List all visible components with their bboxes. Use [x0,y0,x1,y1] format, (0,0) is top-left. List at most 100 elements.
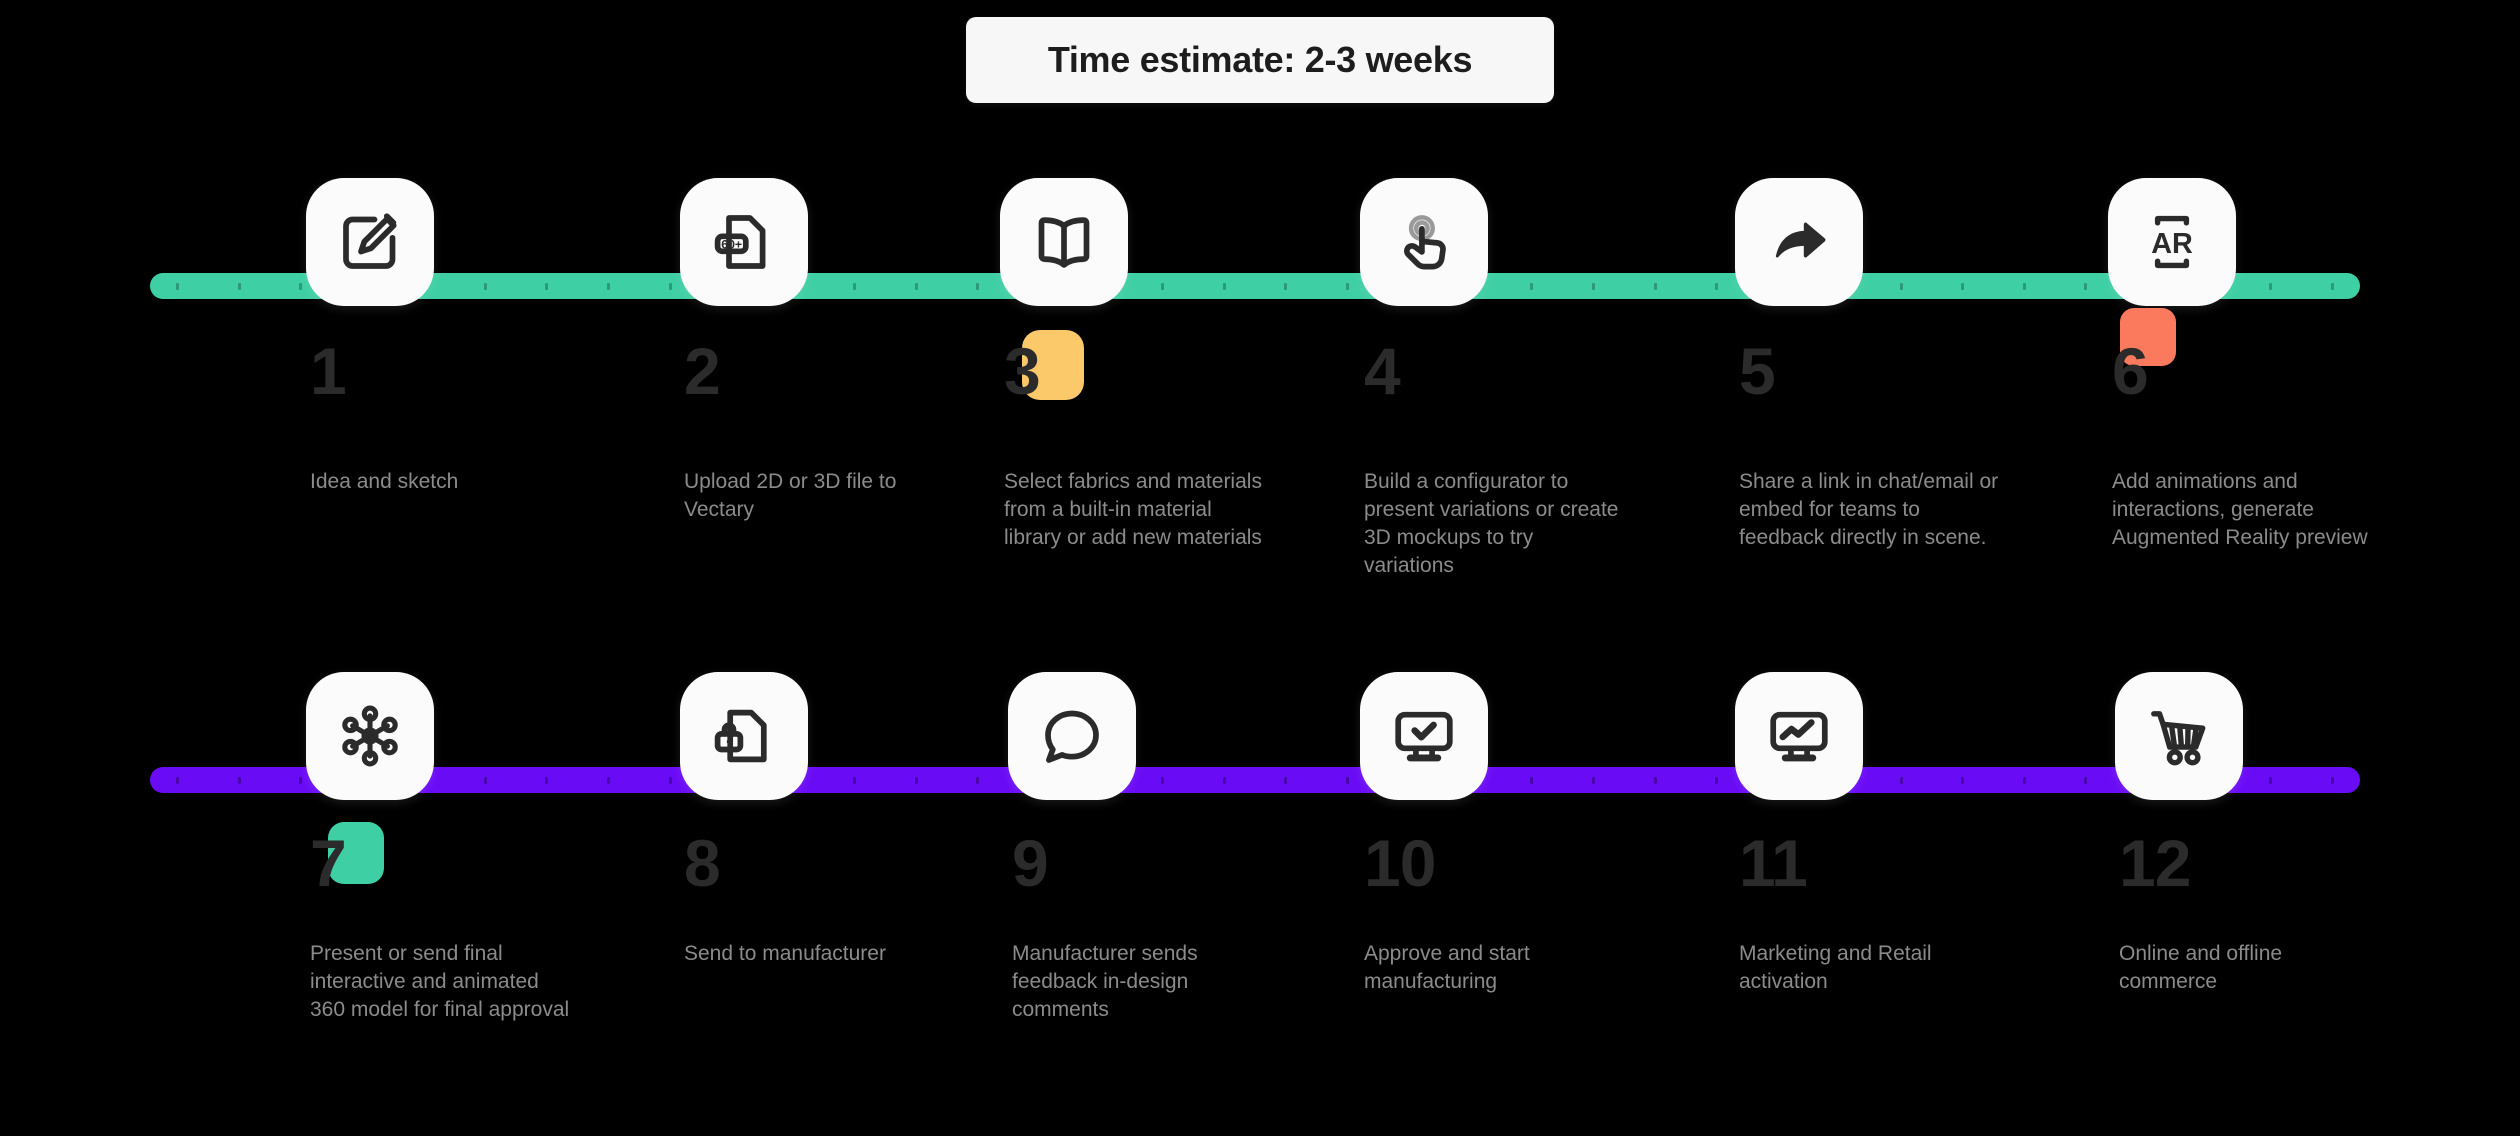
tick-mark [237,776,241,784]
tick-mark [1961,776,1965,784]
step-description: Marketing and Retail activation [1739,942,1932,993]
step-icon-tile[interactable] [306,672,434,800]
tick-mark [1653,776,1657,784]
step-icon-tile[interactable] [1008,672,1136,800]
tick-mark [483,282,487,290]
tick-mark [2022,776,2026,784]
step-description: Share a link in chat/email or embed for … [1739,470,1999,549]
tick-mark [2084,776,2088,784]
tick-mark [1591,282,1595,290]
step-icon-tile[interactable] [306,178,434,306]
tick-mark [668,282,672,290]
tick-mark [1345,776,1349,784]
step-number: 5 [1739,334,1776,408]
tick-mark [1530,776,1534,784]
timeline-track-row1 [150,273,2360,299]
tick-mark [2269,776,2273,784]
step-number: 10 [1364,826,1436,900]
tick-mark [853,282,857,290]
tick-mark [1899,776,1903,784]
edit-square-icon [334,206,406,278]
tick-mark [2330,776,2334,784]
step-description: Idea and sketch [310,470,459,493]
tick-mark [1284,776,1288,784]
tick-mark [853,776,857,784]
badge-coral [2120,308,2176,366]
step-number: 9 [1012,826,1049,900]
share-arrow-icon [1763,206,1835,278]
tick-mark [606,776,610,784]
timeline-tick-group-row1 [150,273,2360,299]
tick-mark [2269,282,2273,290]
tick-mark [1161,776,1164,784]
tick-mark [1899,282,1903,290]
tick-mark [2330,282,2334,290]
svg-text:AR: AR [2151,228,2193,260]
timeline-tick-group-row2 [150,767,2360,793]
time-estimate-banner: Time estimate: 2-3 weeks [966,17,1554,103]
tick-mark [1284,282,1288,290]
monitor-chart-icon [1763,700,1835,772]
step-description: Upload 2D or 3D file to Vectary [684,470,897,521]
tick-mark [299,776,303,784]
step-description: Approve and start manufacturing [1364,942,1530,993]
step-icon-tile[interactable] [1360,178,1488,306]
open-book-icon [1028,206,1100,278]
tick-mark [237,282,241,290]
step-number: 3 [1004,334,1041,408]
time-estimate-label: Time estimate: 2-3 weeks [1047,39,1473,80]
step-number: 7 [310,826,347,900]
step-description: Add animations and interactions, generat… [2112,470,2368,549]
step-description: Send to manufacturer [684,942,886,965]
tick-mark [299,282,303,290]
tick-mark [1345,282,1349,290]
step-icon-tile[interactable] [1000,178,1128,306]
tick-mark [914,282,918,290]
badge-yellow [1022,330,1084,400]
tick-mark [1222,776,1226,784]
augmented-reality-icon: AR [2136,206,2208,278]
tick-mark [668,776,672,784]
step-icon-tile[interactable] [1735,178,1863,306]
file-lock-icon [708,700,780,772]
step-icon-tile[interactable]: AR [2108,178,2236,306]
tick-mark [1715,282,1719,290]
step-number: 11 [1739,826,1808,900]
step-number: 12 [2119,826,2191,900]
badge-teal [328,822,384,884]
step-icon-tile[interactable] [2115,672,2243,800]
step-description: Manufacturer sends feedback in-design co… [1012,942,1198,1021]
tick-mark [176,282,179,290]
shopping-cart-icon [2143,700,2215,772]
tick-mark [176,776,179,784]
step-description: Online and offline commerce [2119,942,2283,993]
tick-mark [1161,282,1164,290]
tick-mark [2084,282,2088,290]
step-number: 8 [684,826,721,900]
tick-mark [483,776,487,784]
tick-mark [1653,282,1657,290]
step-icon-tile[interactable] [1735,672,1863,800]
step-icon-tile[interactable] [680,672,808,800]
step-description: Build a configurator to present variatio… [1364,470,1619,577]
step-icon-tile[interactable]: 60+ [680,178,808,306]
step-icon-tile[interactable] [1360,672,1488,800]
speech-bubble-icon [1036,700,1108,772]
monitor-check-icon [1388,700,1460,772]
tick-mark [914,776,918,784]
tick-mark [976,282,980,290]
step-number: 6 [2112,334,2149,408]
step-number: 4 [1364,334,1401,408]
file-60-plus-icon: 60+ [708,206,780,278]
tick-mark [1715,776,1719,784]
svg-text:60+: 60+ [721,237,742,251]
tick-mark [545,282,549,290]
tick-mark [1530,282,1534,290]
tick-mark [1222,282,1226,290]
tick-mark [2022,282,2026,290]
timeline-track-row2 [150,767,2360,793]
step-description: Present or send final interactive and an… [310,942,570,1021]
step-description: Select fabrics and materials from a buil… [1004,470,1262,549]
tick-mark [606,282,610,290]
tick-mark [545,776,549,784]
